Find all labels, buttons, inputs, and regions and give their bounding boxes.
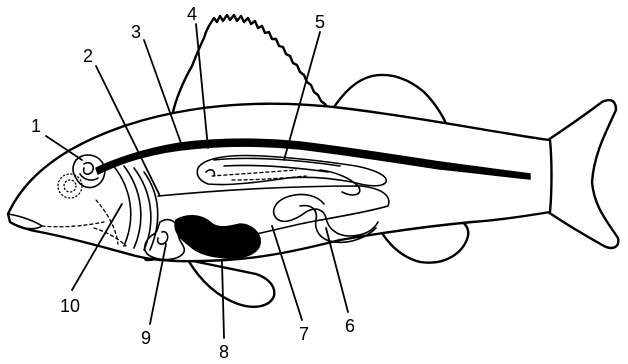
label-5: 5 <box>315 12 325 32</box>
label-9: 9 <box>141 328 151 348</box>
label-3: 3 <box>131 22 141 42</box>
label-1: 1 <box>31 116 41 136</box>
label-2: 2 <box>83 46 93 66</box>
label-8: 8 <box>219 342 229 362</box>
pelvic-fin <box>188 260 274 307</box>
label-7: 7 <box>299 324 309 344</box>
label-6: 6 <box>345 316 355 336</box>
fish-body <box>8 104 552 261</box>
label-10: 10 <box>60 296 80 316</box>
label-4: 4 <box>187 4 197 24</box>
caudal-fin <box>548 100 618 248</box>
